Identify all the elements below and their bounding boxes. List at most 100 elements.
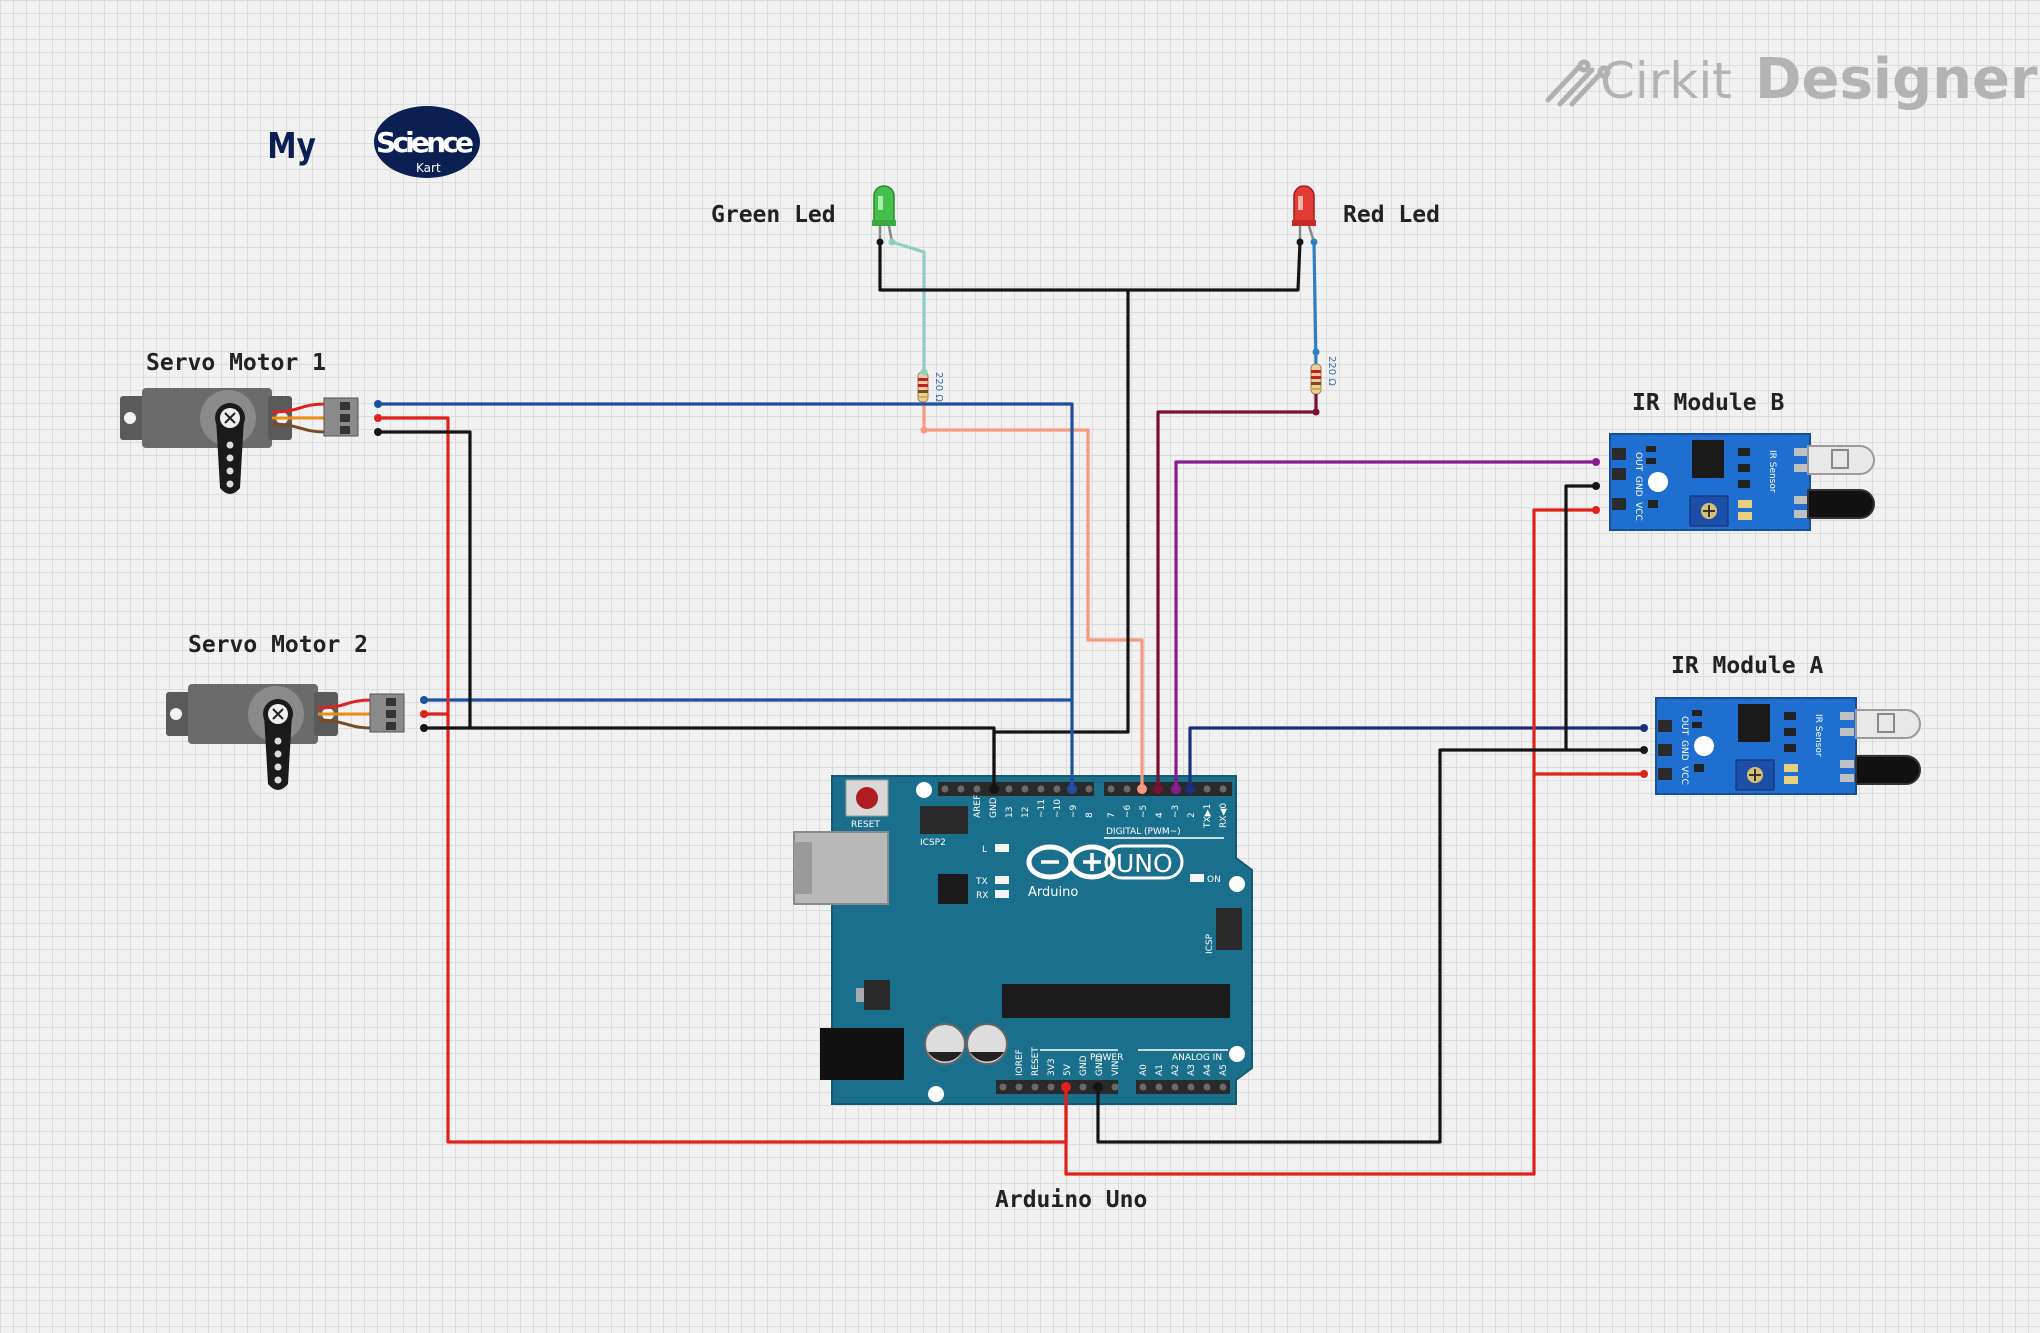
myscience-logo: My Science Kart	[267, 106, 480, 178]
digital-header-right	[1104, 782, 1232, 796]
wire-green-led-pin5[interactable]	[922, 402, 1144, 789]
ir-a-emitter	[1855, 709, 1921, 739]
svg-text:GND: GND	[989, 797, 999, 818]
svg-text:~5: ~5	[1139, 805, 1149, 818]
wire-endpoints	[374, 238, 1648, 1092]
svg-text:3V3: 3V3	[1047, 1058, 1057, 1076]
svg-text:~11: ~11	[1037, 799, 1047, 818]
wire-servo1-gnd[interactable]	[378, 430, 472, 728]
svg-text:4: 4	[1155, 812, 1165, 818]
svg-text:~10: ~10	[1053, 799, 1063, 818]
svg-text:~9: ~9	[1069, 804, 1079, 818]
label-arduino-uno: Arduino Uno	[995, 1187, 1147, 1213]
atmega-chip	[1002, 984, 1230, 1018]
wire-ir-a-out-pin2[interactable]	[1188, 726, 1644, 789]
mount-hole	[1229, 1046, 1245, 1062]
svg-text:~3: ~3	[1171, 805, 1181, 818]
label-green-led: Green Led	[711, 202, 836, 228]
label-servo-1: Servo Motor 1	[146, 350, 326, 376]
uno-text: UNO	[1116, 849, 1173, 878]
ir-a-pin-vcc: VCC	[1679, 766, 1689, 785]
resistor-red-value: 220 Ω	[1326, 356, 1337, 386]
svg-text:13: 13	[1005, 807, 1015, 818]
ir-b-sensor-label: IR Sensor	[1767, 450, 1777, 493]
ir-b-receiver	[1807, 489, 1875, 519]
arduino-uno-board[interactable]: AREF GND 13 12 ~11 ~10 ~9 8 7 ~6 ~5 4 ~3…	[793, 775, 1253, 1105]
ir-a-receiver	[1855, 755, 1921, 785]
green-led[interactable]	[872, 185, 896, 243]
resistor-green[interactable]: 220 Ω	[917, 371, 944, 403]
wire-servo1-signal[interactable]	[378, 402, 1074, 789]
logo-science: Science	[376, 126, 474, 159]
ir-b-pin-out: OUT	[1633, 452, 1643, 472]
brand-designer: Designer	[1755, 47, 2038, 112]
wire-ir-b-gnd[interactable]	[1564, 484, 1596, 750]
voltage-regulator	[864, 980, 890, 1010]
label-ir-module-b: IR Module B	[1632, 390, 1784, 416]
icsp2-label: ICSP2	[920, 838, 946, 848]
digital-label: DIGITAL (PWM~)	[1106, 827, 1181, 837]
svg-text:AREF: AREF	[973, 795, 983, 818]
logo-kart: Kart	[416, 161, 441, 175]
brand-cirkit: Cirkit	[1600, 52, 1732, 110]
arduino-infinity-logo	[1026, 844, 1116, 880]
red-led[interactable]	[1292, 185, 1316, 243]
svg-text:A5: A5	[1219, 1064, 1229, 1076]
svg-text:TX▶1: TX▶1	[1203, 804, 1213, 829]
reset-button[interactable]	[856, 787, 878, 809]
ir-module-b[interactable]: OUT GND VCC IR Sensor	[1609, 433, 1875, 531]
svg-text:7: 7	[1107, 812, 1117, 818]
power-jack	[820, 1028, 904, 1080]
svg-text:A3: A3	[1187, 1064, 1197, 1076]
servo-motor-1[interactable]	[120, 388, 359, 494]
mount-hole	[928, 1086, 944, 1102]
led-rx-label: RX	[976, 891, 988, 901]
svg-text:2: 2	[1187, 812, 1197, 818]
led-rx	[995, 890, 1009, 898]
arduino-text: Arduino	[1028, 885, 1078, 900]
led-l	[995, 844, 1009, 852]
ir-a-sensor-label: IR Sensor	[1813, 714, 1823, 757]
svg-text:~6: ~6	[1123, 804, 1133, 818]
analog-header	[1136, 1080, 1230, 1094]
usb-chip	[938, 874, 968, 904]
resistor-green-value: 220 Ω	[933, 372, 944, 402]
icsp-header	[1216, 908, 1242, 950]
wire-gnd-to-board[interactable]	[992, 290, 1130, 789]
wire-servo2-gnd[interactable]	[424, 726, 996, 789]
wire-ir-b-vcc[interactable]	[1064, 508, 1596, 1176]
led-on	[1190, 874, 1204, 882]
ir-module-a[interactable]: OUT GND VCC IR Sensor	[1655, 697, 1921, 795]
servo-motor-2[interactable]	[166, 684, 405, 790]
svg-text:A0: A0	[1139, 1064, 1149, 1076]
label-ir-module-a: IR Module A	[1671, 653, 1823, 679]
wire-red-led-pin4[interactable]	[1156, 394, 1318, 789]
wire-led-gnd[interactable]	[878, 241, 1302, 292]
wire-red-led-anode[interactable]	[1312, 241, 1318, 365]
wire-ir-a-gnd[interactable]	[1096, 748, 1644, 1144]
bottom-header-holes	[999, 1083, 1227, 1091]
label-red-led: Red Led	[1343, 202, 1440, 228]
led-on-label: ON	[1207, 875, 1221, 885]
svg-text:5V: 5V	[1063, 1063, 1073, 1076]
mount-hole	[1229, 876, 1245, 892]
svg-text:RESET: RESET	[1031, 1047, 1041, 1076]
ir-b-pin-gnd: GND	[1633, 476, 1643, 497]
analog-pin-labels: A0 A1 A2 A3 A4 A5	[1139, 1064, 1229, 1076]
svg-text:A1: A1	[1155, 1064, 1165, 1076]
wire-green-led-anode[interactable]	[891, 240, 926, 372]
digital-pin-labels: AREF GND 13 12 ~11 ~10 ~9 8 7 ~6 ~5 4 ~3…	[973, 795, 1229, 829]
logo-my: My	[267, 124, 316, 167]
uno-badge	[1104, 844, 1184, 880]
label-servo-2: Servo Motor 2	[188, 632, 368, 658]
svg-text:GND: GND	[1079, 1055, 1089, 1076]
ir-b-pin-vcc: VCC	[1633, 502, 1643, 521]
led-l-label: L	[982, 845, 987, 855]
reset-label: RESET	[851, 820, 880, 830]
wires	[378, 240, 1644, 1176]
analog-in-label: ANALOG IN	[1172, 1053, 1222, 1063]
wire-ir-b-out-pin3[interactable]	[1174, 460, 1596, 789]
led-tx	[995, 876, 1009, 884]
svg-text:VIN: VIN	[1111, 1060, 1121, 1076]
